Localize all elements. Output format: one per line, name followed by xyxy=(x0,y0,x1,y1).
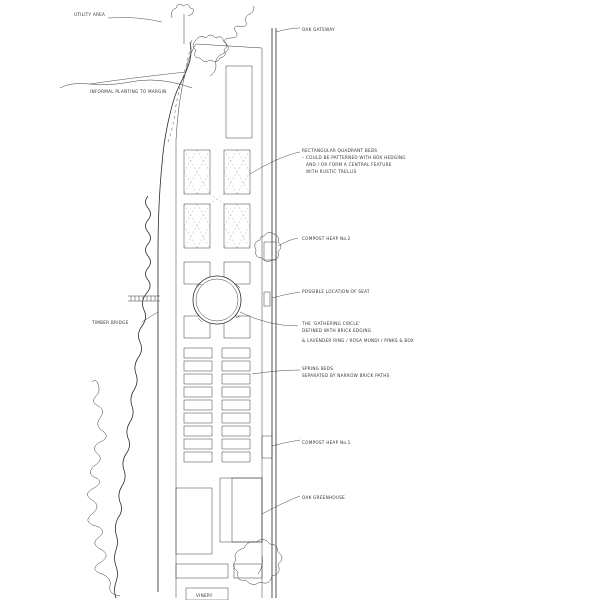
label-rect-beds-1: RECTANGULAR QUADRANT BEDS xyxy=(302,148,377,153)
dashed-path-edge xyxy=(167,39,193,143)
label-rect-beds-2: – COULD BE PATTERNED WITH BOX HEDGING xyxy=(302,155,406,160)
spring-bed xyxy=(221,425,251,437)
utility-trees xyxy=(171,4,255,77)
spring-bed xyxy=(183,347,213,359)
label-oak-gateway: OAK GATEWAY xyxy=(302,27,335,32)
label-compost-2: COMPOST HEAP No.2 xyxy=(302,236,351,241)
timber-bridge xyxy=(128,295,160,302)
spring-bed xyxy=(183,386,213,398)
top-long-bed xyxy=(225,65,253,139)
spring-bed xyxy=(183,373,213,385)
spring-bed xyxy=(183,425,213,437)
plot-boundary-curve xyxy=(157,41,192,592)
label-greenhouse: OAK GREENHOUSE xyxy=(302,495,345,500)
label-compost-1: COMPOST HEAP No.1 xyxy=(302,440,351,445)
stream-line xyxy=(114,195,151,599)
label-spring-2: SEPARATED BY NARROW BRICK PATHS xyxy=(302,373,390,378)
label-gathering-2: DEFINED WITH BRICK EDGING xyxy=(302,328,371,333)
spring-bed xyxy=(183,360,213,372)
spring-bed xyxy=(183,438,213,450)
label-seat: POSSIBLE LOCATION OF SEAT xyxy=(302,289,370,294)
spring-bed xyxy=(221,347,251,359)
label-rect-beds-4: WITH RUSTIC TRELLIS xyxy=(306,169,357,174)
seat-location xyxy=(263,291,271,307)
spring-bed xyxy=(221,373,251,385)
spring-bed xyxy=(183,399,213,411)
informal-planting-line xyxy=(59,79,193,89)
compost-heap-2 xyxy=(254,232,282,262)
treeline-left xyxy=(87,380,121,597)
label-gathering-3: & LAVENDER RING / ROSA MUNDI / PINKS & B… xyxy=(302,338,414,343)
label-gathering-1: THE 'GATHERING CIRCLE' xyxy=(301,321,360,326)
label-rect-beds-3: AND / OR FORM A CENTRAL FEATURE xyxy=(306,162,392,167)
compost-heap-1 xyxy=(261,435,273,459)
spring-bed xyxy=(221,451,251,463)
spring-bed xyxy=(221,412,251,424)
spring-bed xyxy=(221,399,251,411)
spring-beds xyxy=(183,347,251,463)
label-vinery: VINERY xyxy=(196,593,213,598)
tree-near-greenhouse xyxy=(233,539,283,585)
shrub-mass-top xyxy=(192,34,228,62)
gathering-circle xyxy=(183,261,251,339)
spring-bed xyxy=(221,386,251,398)
label-informal-planting: INFORMAL PLANTING TO MARGIN xyxy=(90,89,167,94)
label-utility-area: UTILITY AREA xyxy=(74,12,105,17)
spring-bed xyxy=(221,360,251,372)
lower-beds xyxy=(175,477,263,600)
label-spring-1: SPRING BEDS xyxy=(302,366,333,371)
quadrant-beds xyxy=(183,149,251,249)
spring-bed xyxy=(221,438,251,450)
spring-bed xyxy=(183,451,213,463)
spring-bed xyxy=(183,412,213,424)
walk-top-curve xyxy=(175,43,263,141)
leader-lines xyxy=(89,17,301,515)
label-timber-bridge: TIMBER BRIDGE xyxy=(91,320,129,325)
